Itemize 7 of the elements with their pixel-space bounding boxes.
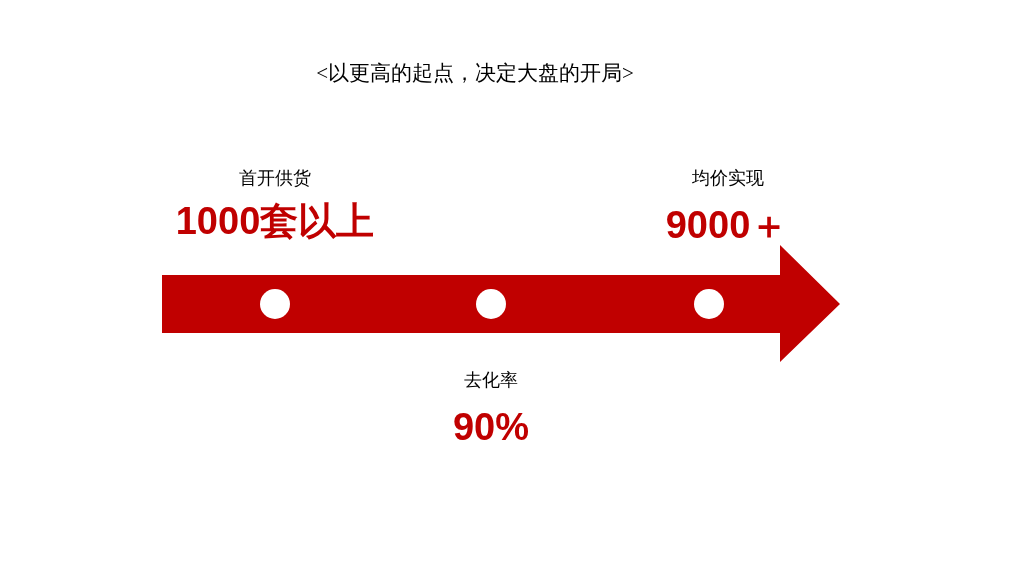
milestone-value: 9000＋ [665,204,789,248]
milestone-label: 均价实现 [692,167,764,189]
milestone-value: 1000套以上 [175,200,375,244]
title: <以更高的起点，决定大盘的开局> [316,60,634,86]
milestone-value: 90% [452,406,530,450]
milestone-label: 首开供货 [239,167,311,189]
milestone-label: 去化率 [464,369,518,391]
